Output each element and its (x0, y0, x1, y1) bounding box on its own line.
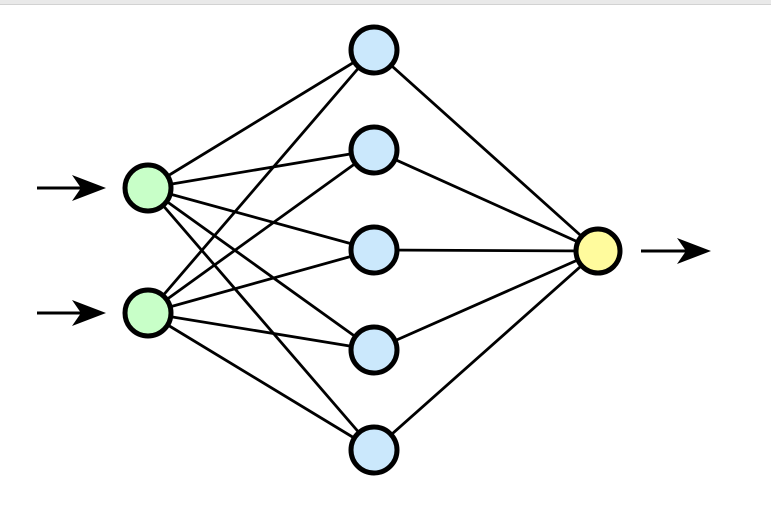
node-hidden-2 (348, 124, 400, 176)
node-hidden-5 (348, 424, 400, 476)
edge-hidden-2-output-1 (373, 148, 599, 253)
node-hidden-1 (348, 24, 400, 76)
edge-input-1-hidden-4 (147, 186, 375, 352)
output-arrow-head (677, 238, 711, 264)
edge-input-2-hidden-3 (147, 248, 375, 315)
node-input-2 (122, 287, 174, 339)
edge-input-1-hidden-5 (146, 187, 376, 451)
edge-input-2-hidden-1 (146, 49, 376, 314)
node-hidden-3 (348, 224, 400, 276)
edge-input-1-hidden-2 (147, 148, 375, 190)
edge-input-1-hidden-3 (147, 186, 375, 252)
edge-hidden-1-output-1 (373, 48, 599, 253)
input-arrow-2-head (72, 300, 106, 326)
edge-input-2-hidden-2 (147, 148, 375, 315)
input-arrow-1-head (72, 175, 106, 201)
edge-input-2-hidden-4 (147, 311, 375, 352)
node-output-1 (573, 226, 623, 276)
edge-hidden-3-output-1 (373, 248, 599, 253)
node-hidden-4 (348, 324, 400, 376)
edge-input-1-hidden-1 (147, 48, 375, 190)
edge-hidden-4-output-1 (373, 249, 599, 352)
node-input-1 (122, 162, 174, 214)
window-top-edge (0, 0, 771, 5)
edge-input-2-hidden-5 (147, 311, 375, 452)
edge-hidden-5-output-1 (373, 249, 599, 452)
